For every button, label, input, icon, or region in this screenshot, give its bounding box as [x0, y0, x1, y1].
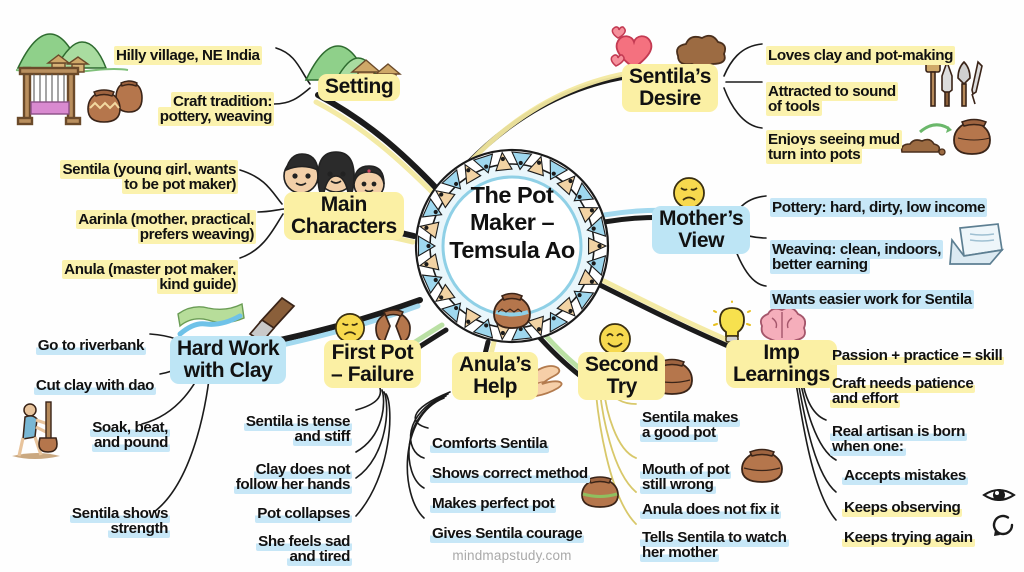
- river-icon: [177, 302, 245, 337]
- leaf-imp-learnings-1: Craft needs patience and effort: [828, 360, 1024, 409]
- leaf-mothers-view-2: Wants easier work for Sentila: [768, 276, 1016, 309]
- leaf-mothers-view-0-text: Pottery: hard, dirty, low income: [770, 197, 988, 217]
- hub-hard-work-with-clay[interactable]: Hard Work with Clay: [170, 336, 287, 385]
- leaf-second-try-0: Sentila makes a good pot: [638, 394, 774, 443]
- leaf-main-characters-2-text: Anula (master pot maker, kind guide): [62, 259, 238, 295]
- leaf-second-try-3: Tells Sentila to watch her mother: [638, 514, 814, 563]
- leaf-imp-learnings-5-text: Keeps trying again: [842, 527, 975, 547]
- sad-face-icon: [673, 177, 705, 209]
- leaf-hard-work-0-text: Go to riverbank: [35, 335, 146, 355]
- hub-second-try[interactable]: Second Try: [578, 352, 666, 401]
- central-topic-title: The Pot Maker – Temsula Ao: [449, 182, 575, 263]
- leaf-main-characters-2: Anula (master pot maker, kind guide): [36, 246, 240, 295]
- loom-icon: [16, 66, 82, 126]
- hub-setting[interactable]: Setting: [318, 74, 401, 101]
- leaf-main-characters-0: Sentila (young girl, wants to be pot mak…: [36, 146, 240, 195]
- hub-imp-learnings-label: Imp Learnings: [733, 341, 830, 386]
- leaf-second-try-2: Anula does not fix it: [638, 486, 814, 519]
- leaf-setting-1: Craft tradition: pottery, weaving: [124, 78, 276, 127]
- leaf-imp-learnings-4: Keeps observing: [840, 484, 988, 517]
- hub-mothers-view-label: Mother’s View: [659, 207, 744, 252]
- hub-anulas-help[interactable]: Anula’s Help: [452, 352, 539, 401]
- pounding-person-icon: [12, 401, 60, 459]
- leaf-anulas-help-0: Comforts Sentila: [428, 420, 600, 453]
- hub-anulas-help-label: Anula’s Help: [459, 353, 532, 398]
- hub-sentilas-desire[interactable]: Sentila’s Desire: [622, 64, 718, 113]
- hearts-icon: [610, 26, 653, 70]
- leaf-imp-learnings-0-text: Passion + practice = skill: [830, 345, 1005, 365]
- leaf-imp-learnings-3-text: Accepts mistakes: [842, 465, 968, 485]
- hub-sentilas-desire-label: Sentila’s Desire: [629, 65, 711, 110]
- leaf-imp-learnings-0: Passion + practice = skill: [828, 332, 1024, 365]
- leaf-anulas-help-3: Gives Sentila courage: [428, 510, 628, 543]
- hub-main-characters[interactable]: Main Characters: [284, 192, 404, 241]
- hub-second-try-label: Second Try: [585, 353, 659, 398]
- leaf-sentilas-desire-1: Attracted to sound of tools: [764, 68, 916, 117]
- leaf-first-pot-failure-1-text: Clay does not follow her hands: [233, 459, 352, 495]
- leaf-hard-work-2: Soak, beat, and pound: [58, 404, 172, 453]
- hub-main-characters-label: Main Characters: [291, 193, 397, 238]
- eye-icon: [982, 489, 1016, 501]
- leaf-hard-work-1-text: Cut clay with dao: [33, 375, 156, 395]
- leaf-first-pot-failure-0: Sentila is tense and stiff: [174, 398, 354, 447]
- watermark: mindmapstudy.com: [452, 548, 572, 563]
- leaf-anulas-help-2: Makes perfect pot: [428, 480, 592, 513]
- pots-icon: [87, 80, 143, 123]
- leaf-hard-work-0: Go to riverbank: [8, 322, 148, 355]
- leaf-imp-learnings-3: Accepts mistakes: [840, 452, 1020, 485]
- hub-setting-label: Setting: [325, 75, 394, 98]
- hub-first-pot-failure[interactable]: First Pot – Failure: [324, 340, 421, 389]
- leaf-mothers-view-1-text: Weaving: clean, indoors, better earning: [770, 239, 944, 275]
- leaf-anulas-help-2-text: Makes perfect pot: [430, 493, 557, 513]
- leaf-setting-0: Hilly village, NE India: [112, 32, 280, 65]
- leaf-mothers-view-2-text: Wants easier work for Sentila: [770, 289, 974, 309]
- tools-icon: [925, 59, 983, 107]
- leaf-second-try-0-text: Sentila makes a good pot: [640, 407, 741, 443]
- clay-lump-icon: [676, 34, 727, 68]
- leaf-sentilas-desire-2-text: Enjoys seeing mud turn into pots: [766, 129, 902, 165]
- leaf-first-pot-failure-0-text: Sentila is tense and stiff: [243, 411, 352, 447]
- leaf-imp-learnings-1-text: Craft needs patience and effort: [830, 373, 976, 409]
- leaf-first-pot-failure-2: Pot collapses: [174, 490, 354, 523]
- leaf-mothers-view-1: Weaving: clean, indoors, better earning: [768, 226, 944, 275]
- leaf-anulas-help-1: Shows correct method: [428, 450, 628, 483]
- leaf-sentilas-desire-0: Loves clay and pot-making: [764, 32, 984, 65]
- leaf-anulas-help-3-text: Gives Sentila courage: [430, 523, 585, 543]
- hub-first-pot-failure-label: First Pot – Failure: [331, 341, 414, 386]
- leaf-sentilas-desire-0-text: Loves clay and pot-making: [766, 45, 955, 65]
- leaf-setting-0-text: Hilly village, NE India: [114, 45, 262, 65]
- leaf-first-pot-failure-1: Clay does not follow her hands: [174, 446, 354, 495]
- leaf-main-characters-0-text: Sentila (young girl, wants to be pot mak…: [60, 159, 238, 195]
- leaf-mothers-view-0: Pottery: hard, dirty, low income: [768, 184, 1020, 217]
- hub-hard-work-with-clay-label: Hard Work with Clay: [177, 337, 280, 382]
- leaf-main-characters-1-text: Aarinla (mother, practical, prefers weav…: [76, 209, 256, 245]
- leaf-hard-work-1: Cut clay with dao: [8, 362, 158, 395]
- leaf-first-pot-failure-2-text: Pot collapses: [255, 503, 352, 523]
- hills-icon: [15, 33, 129, 74]
- hub-imp-learnings[interactable]: Imp Learnings: [726, 340, 837, 389]
- refresh-icon: [992, 514, 1014, 536]
- leaf-sentilas-desire-2: Enjoys seeing mud turn into pots: [764, 116, 916, 165]
- central-topic-node: The Pot Maker – Temsula Ao: [412, 146, 612, 346]
- leaf-second-try-1: Mouth of pot still wrong: [638, 446, 766, 495]
- leaf-imp-learnings-2: Real artisan is born when one:: [828, 408, 1024, 457]
- hub-mothers-view[interactable]: Mother’s View: [652, 206, 751, 255]
- leaf-sentilas-desire-1-text: Attracted to sound of tools: [766, 81, 898, 117]
- leaf-second-try-2-text: Anula does not fix it: [640, 499, 781, 519]
- leaf-main-characters-1: Aarinla (mother, practical, prefers weav…: [36, 196, 258, 245]
- mud-to-pot-icon: [900, 118, 991, 156]
- leaf-imp-learnings-5: Keeps trying again: [840, 514, 1000, 547]
- leaf-hard-work-3-text: Sentila shows strength: [69, 503, 170, 539]
- folded-cloth-icon: [949, 223, 1005, 265]
- leaf-imp-learnings-4-text: Keeps observing: [842, 497, 963, 517]
- leaf-setting-1-text: Craft tradition: pottery, weaving: [157, 91, 274, 127]
- decorated-pot-icon: [493, 292, 531, 329]
- small-pot-icon: [741, 448, 783, 483]
- leaf-hard-work-2-text: Soak, beat, and pound: [90, 417, 170, 453]
- leaf-first-pot-failure-3: She feels sad and tired: [174, 518, 354, 567]
- leaf-hard-work-3: Sentila shows strength: [48, 490, 172, 539]
- central-circle-decoration: [414, 148, 610, 344]
